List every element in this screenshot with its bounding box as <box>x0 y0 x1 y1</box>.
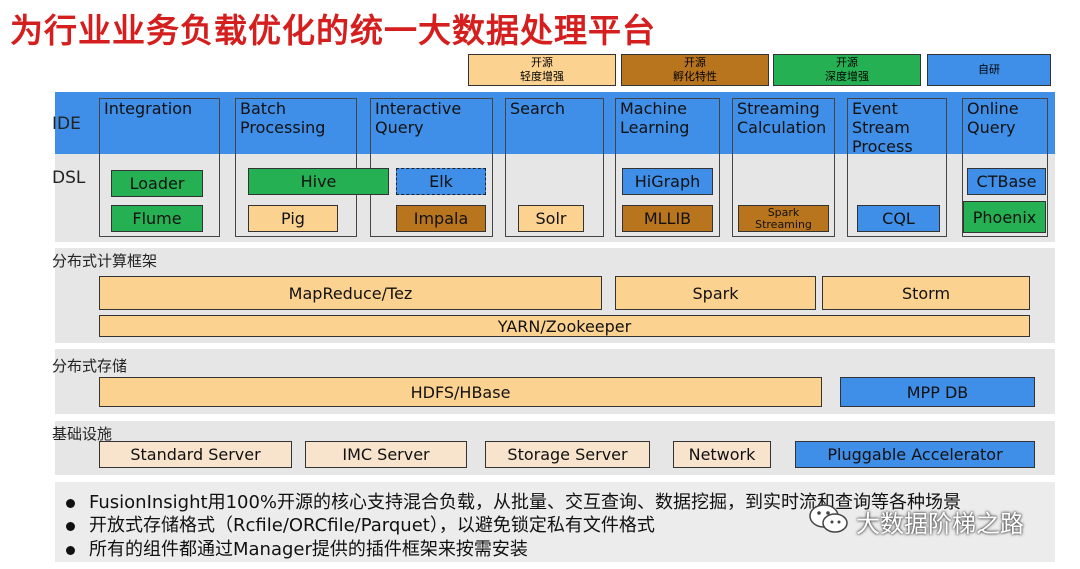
column-title: Batch Processing <box>240 99 326 137</box>
spark-streaming-box: Spark Streaming <box>738 205 829 232</box>
note-text: FusionInsight用100%开源的核心支持混合负载，从批量、交互查询、数… <box>89 492 962 513</box>
column-online-query: Online Query <box>962 98 1048 237</box>
watermark-text: 大数据阶梯之路 <box>856 510 1024 538</box>
bullet-icon <box>66 498 75 508</box>
standard-server-box: Standard Server <box>99 441 292 468</box>
column-title: Streaming Calculation <box>737 99 827 137</box>
ide-label: IDE <box>52 114 81 134</box>
flume-box: Flume <box>111 205 203 232</box>
column-interactive-query: Interactive Query <box>370 98 493 237</box>
storm-box: Storm <box>822 276 1030 310</box>
impala-box: Impala <box>396 205 486 232</box>
column-batch-processing: Batch Processing <box>235 98 357 237</box>
hive-box: Hive <box>248 168 389 195</box>
mllib-box: MLLIB <box>622 205 713 232</box>
column-event-stream-process: Event Stream Process <box>847 98 947 237</box>
ide-band <box>55 92 1055 154</box>
imc-server-box: IMC Server <box>305 441 467 468</box>
note-text: 开放式存储格式（Rcfile/ORCfile/Parquet），以避免锁定私有文… <box>89 515 655 536</box>
phoenix-box: Phoenix <box>963 201 1046 233</box>
column-title: Online Query <box>967 99 1019 137</box>
legend-light-enhanced: 开源 轻度增强 <box>468 54 616 86</box>
column-title: Event Stream Process <box>852 99 913 156</box>
column-streaming-calculation: Streaming Calculation <box>732 98 835 237</box>
infrastructure-label: 基础设施 <box>52 425 113 443</box>
column-integration: Integration <box>99 98 220 237</box>
bullet-icon <box>66 521 75 531</box>
loader-box: Loader <box>111 170 203 197</box>
spark-box: Spark <box>615 276 816 310</box>
legend-self-developed: 自研 <box>927 54 1051 86</box>
hdfs-box: HDFS/HBase <box>99 377 822 407</box>
note-item: 开放式存储格式（Rcfile/ORCfile/Parquet），以避免锁定私有文… <box>66 511 655 537</box>
network-box: Network <box>673 441 771 468</box>
storage-server-box: Storage Server <box>485 441 650 468</box>
column-title: Machine Learning <box>620 99 690 137</box>
storage-label: 分布式存储 <box>52 357 128 375</box>
ctbase-box: CTBase <box>967 168 1046 195</box>
dsl-label: DSL <box>52 168 86 188</box>
column-search: Search <box>505 98 604 237</box>
legend-deep-enhanced: 开源 深度增强 <box>773 54 921 86</box>
note-text: 所有的组件都通过Manager提供的插件框架来按需安装 <box>89 539 528 560</box>
column-title: Integration <box>104 99 193 118</box>
column-machine-learning: Machine Learning <box>615 98 720 237</box>
cql-box: CQL <box>857 205 940 232</box>
note-item: FusionInsight用100%开源的核心支持混合负载，从批量、交互查询、数… <box>66 488 961 514</box>
notes-panel <box>55 482 1055 562</box>
page-title: 为行业业务负载优化的统一大数据处理平台 <box>10 11 656 50</box>
wechat-icon <box>808 502 850 540</box>
solr-box: Solr <box>518 205 584 232</box>
higraph-box: HiGraph <box>622 168 713 195</box>
pig-box: Pig <box>248 205 338 232</box>
mpp-db-box: MPP DB <box>840 377 1035 407</box>
column-title: Search <box>510 99 565 118</box>
yarn-box: YARN/Zookeeper <box>99 315 1030 337</box>
bullet-icon <box>66 545 75 555</box>
note-item: 所有的组件都通过Manager提供的插件框架来按需安装 <box>66 535 528 561</box>
compute-label: 分布式计算框架 <box>52 252 158 270</box>
legend-incubating: 开源 孵化特性 <box>621 54 769 86</box>
pluggable-accelerator-box: Pluggable Accelerator <box>795 441 1035 468</box>
elk-box: Elk <box>396 168 486 195</box>
column-title: Interactive Query <box>375 99 462 137</box>
mapreduce-box: MapReduce/Tez <box>99 276 602 310</box>
